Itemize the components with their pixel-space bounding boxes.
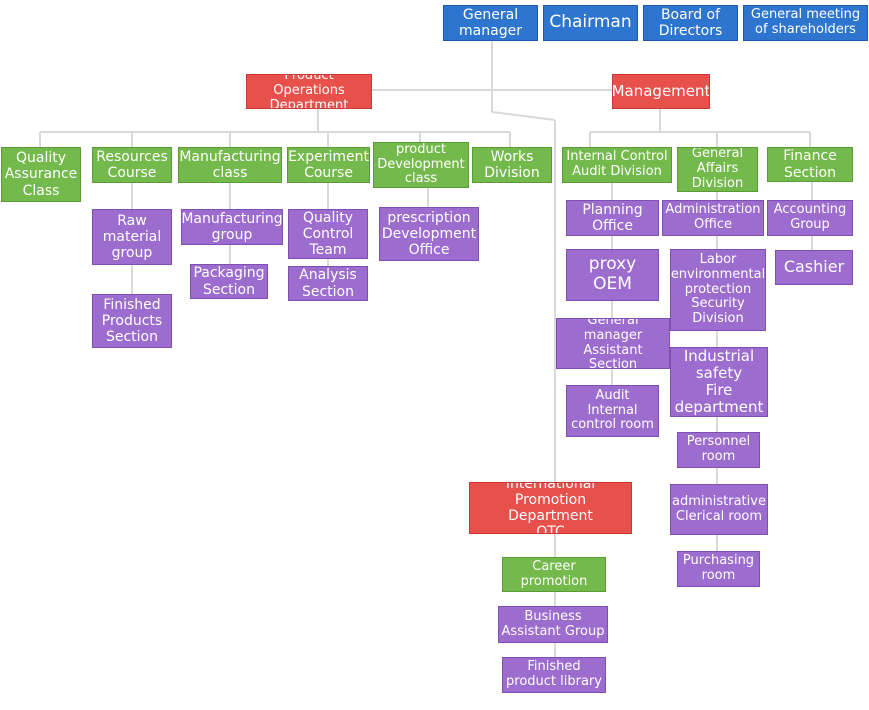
business-assistant-group-label: Business Assistant Group (501, 608, 605, 639)
finished-product-library-box: Finished product library (502, 657, 606, 693)
audit-internal-control-room-box: Audit Internal control room (566, 385, 659, 437)
shareholders-meeting-box: General meeting of shareholders (743, 5, 868, 41)
accounting-group-box: Accounting Group (767, 200, 853, 236)
resources-course-box: Resources Course (92, 147, 172, 183)
administration-office-label: Administration Office (665, 202, 761, 232)
administrative-clerical-room-box: administrative Clerical room (670, 484, 768, 535)
planning-office-label: Planning Office (582, 201, 643, 234)
quality-control-team-label: Quality Control Team (302, 209, 354, 259)
board-of-directors-box: Board of Directors (643, 5, 738, 41)
finance-section-box: Finance Section (767, 147, 853, 182)
gm-assistant-section-box: General manager Assistant Section (556, 318, 670, 369)
board-of-directors-label: Board of Directors (658, 6, 723, 39)
works-division-label: Works Division (484, 148, 540, 181)
cashier-box: Cashier (775, 250, 853, 285)
general-manager-label: General manager (459, 6, 522, 39)
product-development-class-label: product Development class (377, 142, 465, 187)
audit-internal-control-room-label: Audit Internal control room (571, 387, 654, 433)
proxy-oem-label: proxy OEM (588, 254, 637, 294)
management-label: Management (612, 81, 710, 100)
business-assistant-group-box: Business Assistant Group (498, 606, 608, 643)
shareholders-meeting-label: General meeting of shareholders (750, 7, 861, 37)
manufacturing-class-box: Manufacturing class (178, 147, 282, 183)
manufacturing-group-box: Manufacturing group (181, 209, 283, 245)
finished-product-library-label: Finished product library (506, 659, 602, 689)
international-promotion-dept-label: International Promotion Department OTC (505, 482, 596, 534)
manufacturing-class-label: Manufacturing class (179, 148, 281, 181)
purchasing-room-label: Purchasing room (682, 553, 755, 583)
labor-environmental-protection-label: Labor environmental protection Security … (670, 251, 766, 327)
finished-products-section-label: Finished Products Section (101, 296, 163, 346)
industrial-safety-fire-dept-box: Industrial safety Fire department (670, 347, 768, 417)
international-promotion-dept-box: International Promotion Department OTC (469, 482, 632, 534)
chairman-label: Chairman (549, 12, 632, 33)
analysis-section-label: Analysis Section (299, 267, 357, 300)
accounting-group-label: Accounting Group (773, 202, 847, 232)
industrial-safety-fire-dept-label: Industrial safety Fire department (674, 347, 764, 417)
connector (491, 111, 556, 121)
internal-control-audit-division-box: Internal Control Audit Division (562, 147, 672, 183)
general-affairs-division-label: General Affairs Division (691, 147, 744, 191)
general-affairs-division-box: General Affairs Division (677, 147, 758, 192)
product-operations-dept-label: Product Operations Department (269, 74, 349, 109)
internal-control-audit-division-label: Internal Control Audit Division (566, 149, 668, 179)
finished-products-section-box: Finished Products Section (92, 294, 172, 348)
quality-assurance-class-label: Quality Assurance Class (4, 150, 78, 199)
purchasing-room-box: Purchasing room (677, 551, 760, 587)
experiment-course-box: Experiment Course (287, 147, 370, 183)
raw-material-group-label: Raw material group (102, 212, 162, 262)
resources-course-label: Resources Course (96, 148, 168, 181)
finance-section-label: Finance Section (783, 148, 837, 181)
chairman-box: Chairman (543, 5, 638, 41)
general-manager-box: General manager (443, 5, 538, 41)
career-promotion-label: Career promotion (520, 558, 588, 589)
administration-office-box: Administration Office (662, 200, 764, 236)
prescription-development-office-label: prescription Development Office (381, 209, 477, 259)
personnel-room-label: Personnel room (686, 434, 751, 464)
prescription-development-office-box: prescription Development Office (379, 207, 479, 261)
product-operations-dept-box: Product Operations Department (246, 74, 372, 109)
proxy-oem-box: proxy OEM (566, 249, 659, 301)
quality-control-team-box: Quality Control Team (288, 209, 368, 259)
planning-office-box: Planning Office (566, 200, 659, 236)
labor-environmental-protection-box: Labor environmental protection Security … (670, 249, 766, 331)
experiment-course-label: Experiment Course (288, 148, 369, 181)
cashier-label: Cashier (783, 257, 845, 277)
raw-material-group-box: Raw material group (92, 209, 172, 265)
works-division-box: Works Division (472, 147, 552, 183)
analysis-section-box: Analysis Section (288, 266, 368, 301)
packaging-section-box: Packaging Section (190, 264, 268, 299)
administrative-clerical-room-label: administrative Clerical room (672, 493, 766, 524)
packaging-section-label: Packaging Section (193, 265, 265, 298)
product-development-class-box: product Development class (373, 142, 469, 188)
career-promotion-box: Career promotion (502, 557, 606, 592)
management-box: Management (612, 74, 710, 109)
quality-assurance-class-box: Quality Assurance Class (1, 147, 81, 202)
manufacturing-group-label: Manufacturing group (181, 210, 283, 243)
gm-assistant-section-label: General manager Assistant Section (583, 318, 643, 369)
personnel-room-box: Personnel room (677, 432, 760, 468)
